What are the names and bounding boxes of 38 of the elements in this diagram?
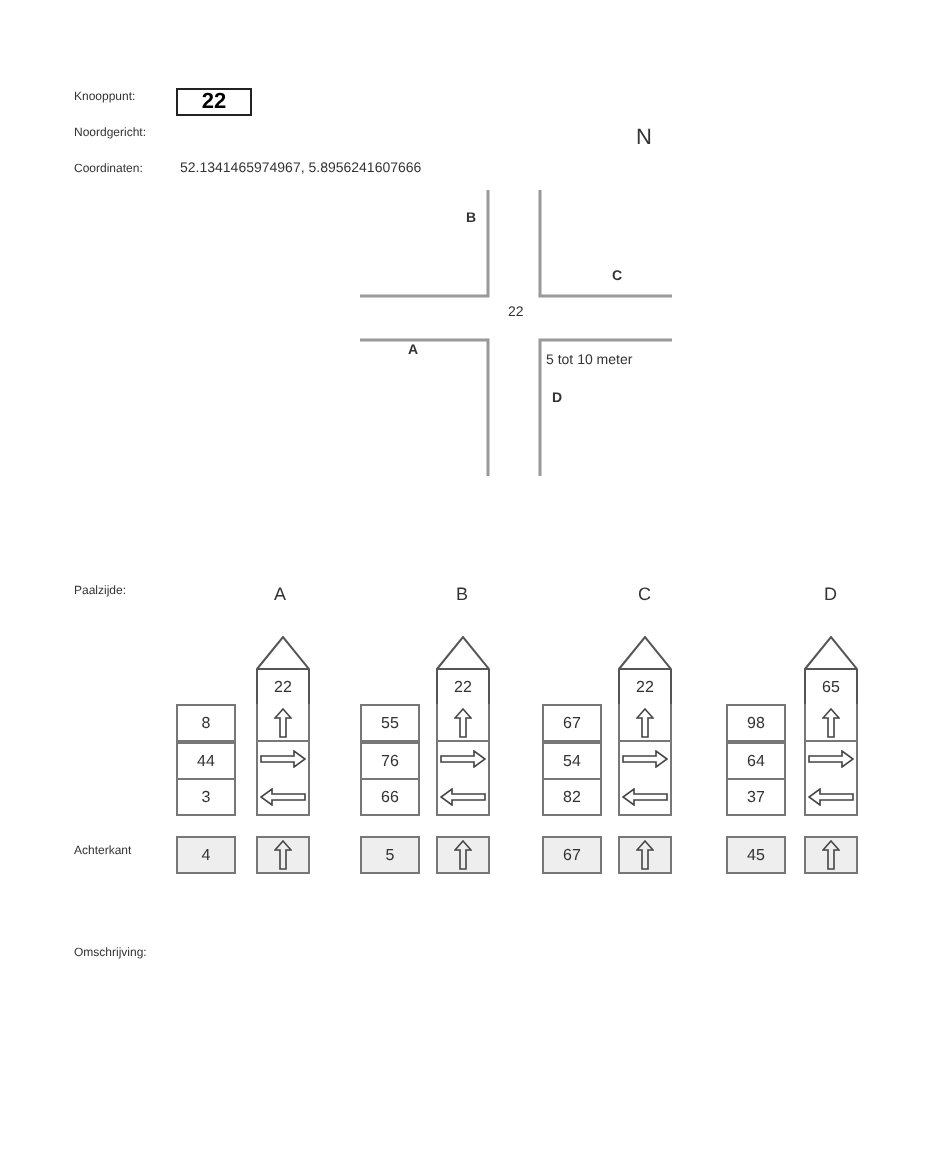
signpost-arrow-panel bbox=[436, 778, 490, 816]
signpost-arrow-panel bbox=[804, 704, 858, 742]
number-cell: 55 bbox=[360, 704, 420, 742]
number-cell: 82 bbox=[542, 778, 602, 816]
column-heading: A bbox=[274, 584, 287, 604]
rear-arrow-panel bbox=[256, 836, 310, 874]
signpost-arrow-panel bbox=[256, 741, 310, 779]
signpost-arrow-panel bbox=[436, 741, 490, 779]
number-cell: 37 bbox=[726, 778, 786, 816]
column-heading: B bbox=[456, 584, 469, 604]
signpost-arrow-panel bbox=[618, 778, 672, 816]
signpost-arrow-panel bbox=[618, 704, 672, 742]
number-cell: 67 bbox=[542, 704, 602, 742]
north-label: N bbox=[636, 126, 652, 150]
node-number-box: 22 bbox=[176, 88, 252, 116]
number-cell: 45 bbox=[726, 836, 786, 874]
number-cell: 4 bbox=[176, 836, 236, 874]
signpost-arrow-panel bbox=[256, 704, 310, 742]
number-cell: 67 bbox=[542, 836, 602, 874]
rear-arrow-panel bbox=[618, 836, 672, 874]
number-cell: 76 bbox=[360, 741, 420, 779]
column-heading: D bbox=[824, 584, 837, 604]
column-heading: C bbox=[638, 584, 651, 604]
number-cell: 44 bbox=[176, 741, 236, 779]
signpost-arrow-panel bbox=[256, 778, 310, 816]
number-cell: 5 bbox=[360, 836, 420, 874]
number-cell: 64 bbox=[726, 741, 786, 779]
signpost-arrow-panel bbox=[436, 704, 490, 742]
number-cell: 3 bbox=[176, 778, 236, 816]
number-cell: 98 bbox=[726, 704, 786, 742]
number-cell: 54 bbox=[542, 741, 602, 779]
signpost-arrow-panel bbox=[618, 741, 672, 779]
number-cell: 8 bbox=[176, 704, 236, 742]
rear-arrow-panel bbox=[804, 836, 858, 874]
number-cell: 66 bbox=[360, 778, 420, 816]
signpost-arrow-panel bbox=[804, 778, 858, 816]
rear-arrow-panel bbox=[436, 836, 490, 874]
signpost-arrow-panel bbox=[804, 741, 858, 779]
